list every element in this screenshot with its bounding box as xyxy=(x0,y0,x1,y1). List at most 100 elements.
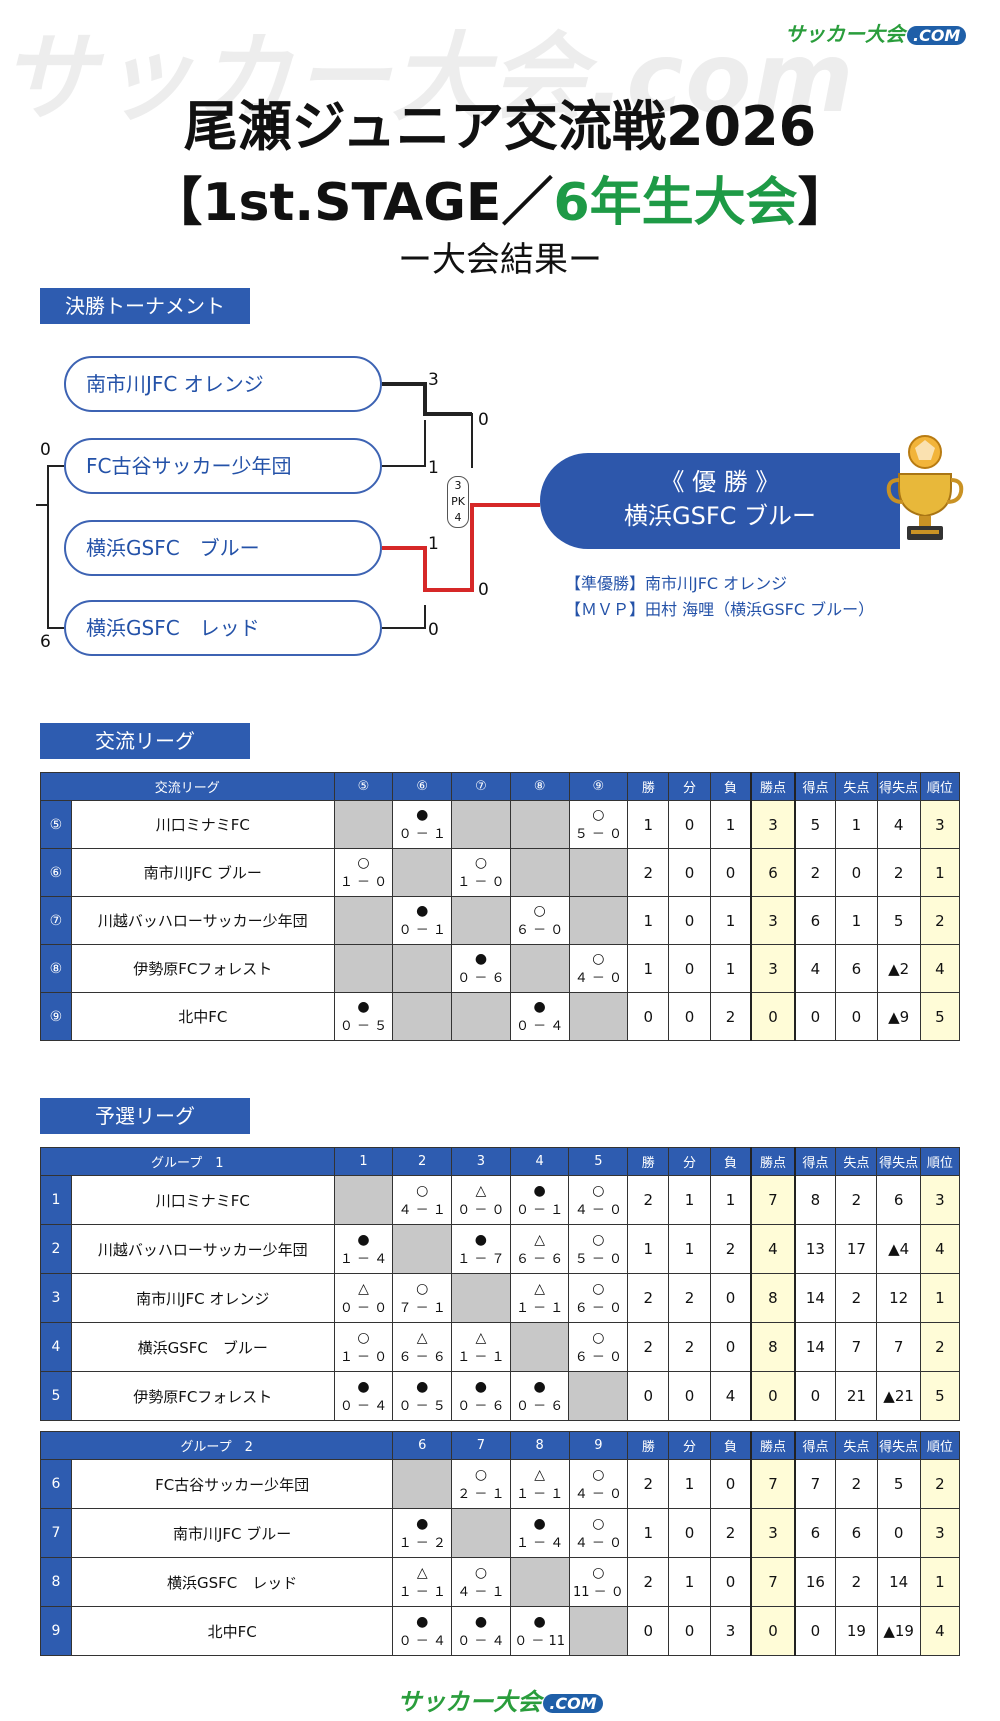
losses-cell: 1 xyxy=(709,896,752,945)
bracket-close: 】 xyxy=(797,173,850,233)
goals-for-cell: 8 xyxy=(794,1175,837,1225)
match-result-cell: △ ０ － ０ xyxy=(333,1273,394,1323)
header-cell: グループ 2 xyxy=(39,1431,394,1460)
goal-diff-cell: 5 xyxy=(876,1459,921,1509)
header-cell: 得点 xyxy=(794,1431,837,1460)
match-result-cell: ●０ － ６ xyxy=(451,1371,511,1421)
row-number: ⑧ xyxy=(40,944,72,993)
result-mark: ● xyxy=(533,1378,546,1395)
match-score: ０ － ４ xyxy=(339,1398,388,1414)
match-score: ０ － １ xyxy=(398,923,446,938)
goals-against-cell: 1 xyxy=(835,896,878,945)
rank-cell: 4 xyxy=(919,1224,961,1274)
losses-cell: 4 xyxy=(709,1371,752,1421)
result-mark: ○ xyxy=(592,1280,605,1297)
points-cell: 3 xyxy=(750,800,796,849)
rank-cell: 1 xyxy=(919,1273,961,1323)
rank-cell: 1 xyxy=(919,1557,961,1607)
wins-cell: 0 xyxy=(627,1371,670,1421)
points-cell: 3 xyxy=(750,1508,796,1558)
result-mark: △ xyxy=(358,1280,369,1297)
header-cell: ⑤ xyxy=(333,772,394,801)
match-score: ２ － １ xyxy=(457,1486,505,1502)
match-result-cell: △６ － ６ xyxy=(392,1322,453,1372)
result-mark: ○ xyxy=(416,1280,429,1297)
match-score: 11 － ０ xyxy=(572,1584,624,1600)
team-name: 南市川JFC ブルー xyxy=(70,1508,394,1558)
header-cell: 勝点 xyxy=(750,772,796,801)
result-mark: ● xyxy=(357,999,370,1015)
result-mark: ● xyxy=(357,1378,370,1395)
points-cell: 7 xyxy=(750,1459,796,1509)
rank-cell: 2 xyxy=(919,1322,961,1372)
match-score: １ － ４ xyxy=(339,1251,388,1267)
draws-cell: 1 xyxy=(668,1175,711,1225)
goals-against-cell: 6 xyxy=(835,944,878,993)
result-mark: ○ xyxy=(357,1329,370,1346)
goals-for-cell: 14 xyxy=(794,1322,837,1372)
team-name: 川口ミナミFC xyxy=(70,1175,335,1225)
header-cell: 勝 xyxy=(627,1147,670,1176)
team-name: 川越バッハローサッカー少年団 xyxy=(70,1224,335,1274)
draws-cell: 0 xyxy=(668,1371,711,1421)
rank-cell: 3 xyxy=(919,800,961,849)
result-mark: △ xyxy=(475,1182,487,1199)
row-number: ⑨ xyxy=(40,992,72,1041)
match-score: ０ － ４ xyxy=(516,1019,564,1034)
match-result-cell: △１ － １ xyxy=(451,1322,511,1372)
match-result-cell: ○ ６ － ０ xyxy=(568,1273,629,1323)
match-result-cell: ○ ２ － １ xyxy=(451,1459,511,1509)
score-semi1-bottom: 1 xyxy=(428,458,439,478)
self-match-cell xyxy=(451,1273,511,1323)
footer-logo[interactable]: サッカー大会.COM xyxy=(0,1682,1000,1717)
wins-cell: 1 xyxy=(627,944,670,993)
row-number: 9 xyxy=(40,1606,72,1656)
pk-label: PK xyxy=(451,495,465,508)
result-mark: ● xyxy=(533,1613,546,1630)
goals-against-cell: 17 xyxy=(835,1224,878,1274)
match-result-cell: ●０ － １ xyxy=(509,1175,570,1225)
match-result-cell: ○11 － ０ xyxy=(568,1557,629,1607)
match-score: ４ － １ xyxy=(457,1584,505,1600)
match-result-cell: ● ０ － ４ xyxy=(333,1371,394,1421)
stage-label: 1st.STAGE／ xyxy=(202,173,554,233)
result-mark: ○ xyxy=(592,807,605,823)
header-cell: 1 xyxy=(333,1147,394,1176)
result-mark: ● xyxy=(416,1515,429,1532)
header-cell: 順位 xyxy=(919,1147,961,1176)
footer-logo-dotcom: .COM xyxy=(543,1693,603,1713)
team-name: 川越バッハローサッカー少年団 xyxy=(70,896,335,945)
goals-against-cell: 2 xyxy=(835,1459,878,1509)
result-mark: ○ xyxy=(592,1231,605,1248)
result-mark: ● xyxy=(533,999,546,1015)
header-cell: 分 xyxy=(668,1147,711,1176)
losses-cell: 2 xyxy=(709,992,752,1041)
no-match-cell xyxy=(333,896,394,945)
self-match-cell xyxy=(568,1606,629,1656)
goals-for-cell: 16 xyxy=(794,1557,837,1607)
result-mark: ● xyxy=(416,1613,429,1630)
match-score: ０ － ４ xyxy=(398,1633,446,1649)
site-logo[interactable]: サッカー大会.COM xyxy=(785,18,967,47)
wins-cell: 0 xyxy=(627,1606,670,1656)
match-score: ６ － ０ xyxy=(574,1349,622,1365)
result-mark: ● xyxy=(357,1231,370,1248)
goals-for-cell: 0 xyxy=(794,1606,837,1656)
footer-logo-text: サッカー大会 xyxy=(397,1688,542,1716)
match-score: ０ － ０ xyxy=(339,1300,388,1316)
no-match-cell xyxy=(451,800,511,849)
result-mark: ○ xyxy=(592,1182,605,1199)
match-score: ０ － １ xyxy=(515,1202,564,1218)
pk-bottom: 4 xyxy=(454,511,462,524)
match-score: ６ － ６ xyxy=(398,1349,446,1365)
match-score: ６ － ０ xyxy=(574,1300,622,1316)
rank-cell: 5 xyxy=(919,1371,961,1421)
result-mark: ○ xyxy=(474,1466,488,1483)
goals-for-cell: 13 xyxy=(794,1224,837,1274)
header-cell: ⑥ xyxy=(392,772,453,801)
